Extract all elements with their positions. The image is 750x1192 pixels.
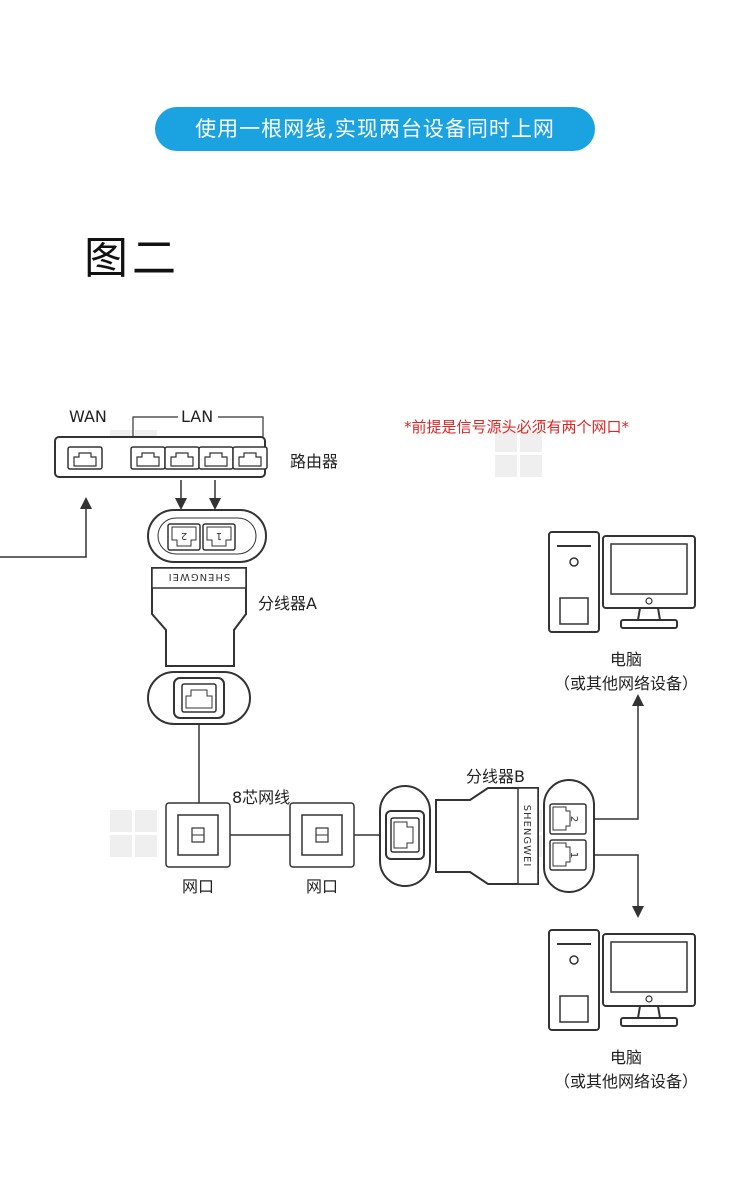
- wall-port-label: 网口: [182, 877, 215, 896]
- wall-port-2: [289, 802, 355, 868]
- wall-port-1: [165, 802, 231, 868]
- splitter-a-port-1: [202, 523, 236, 551]
- wan-port: [67, 446, 103, 470]
- computer-top-label: 电脑 （或其他网络设备）: [536, 648, 716, 696]
- splitter-a-port-label: 2: [181, 530, 187, 541]
- splitter-a-bottom-port: [181, 683, 217, 713]
- splitter-b-port-2: [549, 803, 587, 835]
- lan-port: [130, 446, 166, 470]
- router-label: 路由器: [290, 452, 339, 471]
- computer-top: [548, 531, 696, 633]
- lan-port: [232, 446, 268, 470]
- computer-name: 电脑: [609, 650, 642, 669]
- wall-port-label: 网口: [306, 877, 339, 896]
- splitter-a-port-2: [167, 523, 201, 551]
- cable-label: 8芯网线: [232, 788, 291, 807]
- splitter-a-brand: SHENGWEI: [168, 571, 231, 582]
- lan-port: [164, 446, 200, 470]
- wan-label: WAN: [69, 407, 107, 426]
- cable-to-pc-top: [594, 694, 644, 820]
- computer-bottom: [548, 929, 696, 1031]
- splitter-b-label: 分线器B: [466, 767, 525, 786]
- computer-name: 电脑: [609, 1048, 642, 1067]
- splitter-b-port-label: 1: [568, 852, 579, 858]
- splitter-b-port-label: 2: [568, 816, 579, 822]
- computer-subtitle: （或其他网络设备）: [553, 1072, 698, 1091]
- cable-to-pc-bottom: [594, 854, 644, 918]
- splitter-a-port-label: 1: [216, 530, 222, 541]
- splitter-b-dual-face: [543, 779, 595, 893]
- splitter-b-left-port: [390, 817, 420, 853]
- wan-cable: [0, 497, 92, 558]
- splitter-a-label: 分线器A: [258, 594, 317, 613]
- computer-subtitle: （或其他网络设备）: [553, 674, 698, 693]
- splitter-b-brand: SHENGWEI: [521, 805, 532, 868]
- note-text: *前提是信号源头必须有两个网口*: [404, 418, 630, 436]
- lan-label: LAN: [181, 407, 214, 426]
- splitter-b-port-1: [549, 839, 587, 871]
- lan-port: [198, 446, 234, 470]
- lan-bracket: [132, 416, 264, 437]
- computer-bottom-label: 电脑 （或其他网络设备）: [536, 1046, 716, 1094]
- header-banner: 使用一根网线,实现两台设备同时上网: [155, 107, 595, 151]
- figure-title: 图二: [84, 233, 180, 284]
